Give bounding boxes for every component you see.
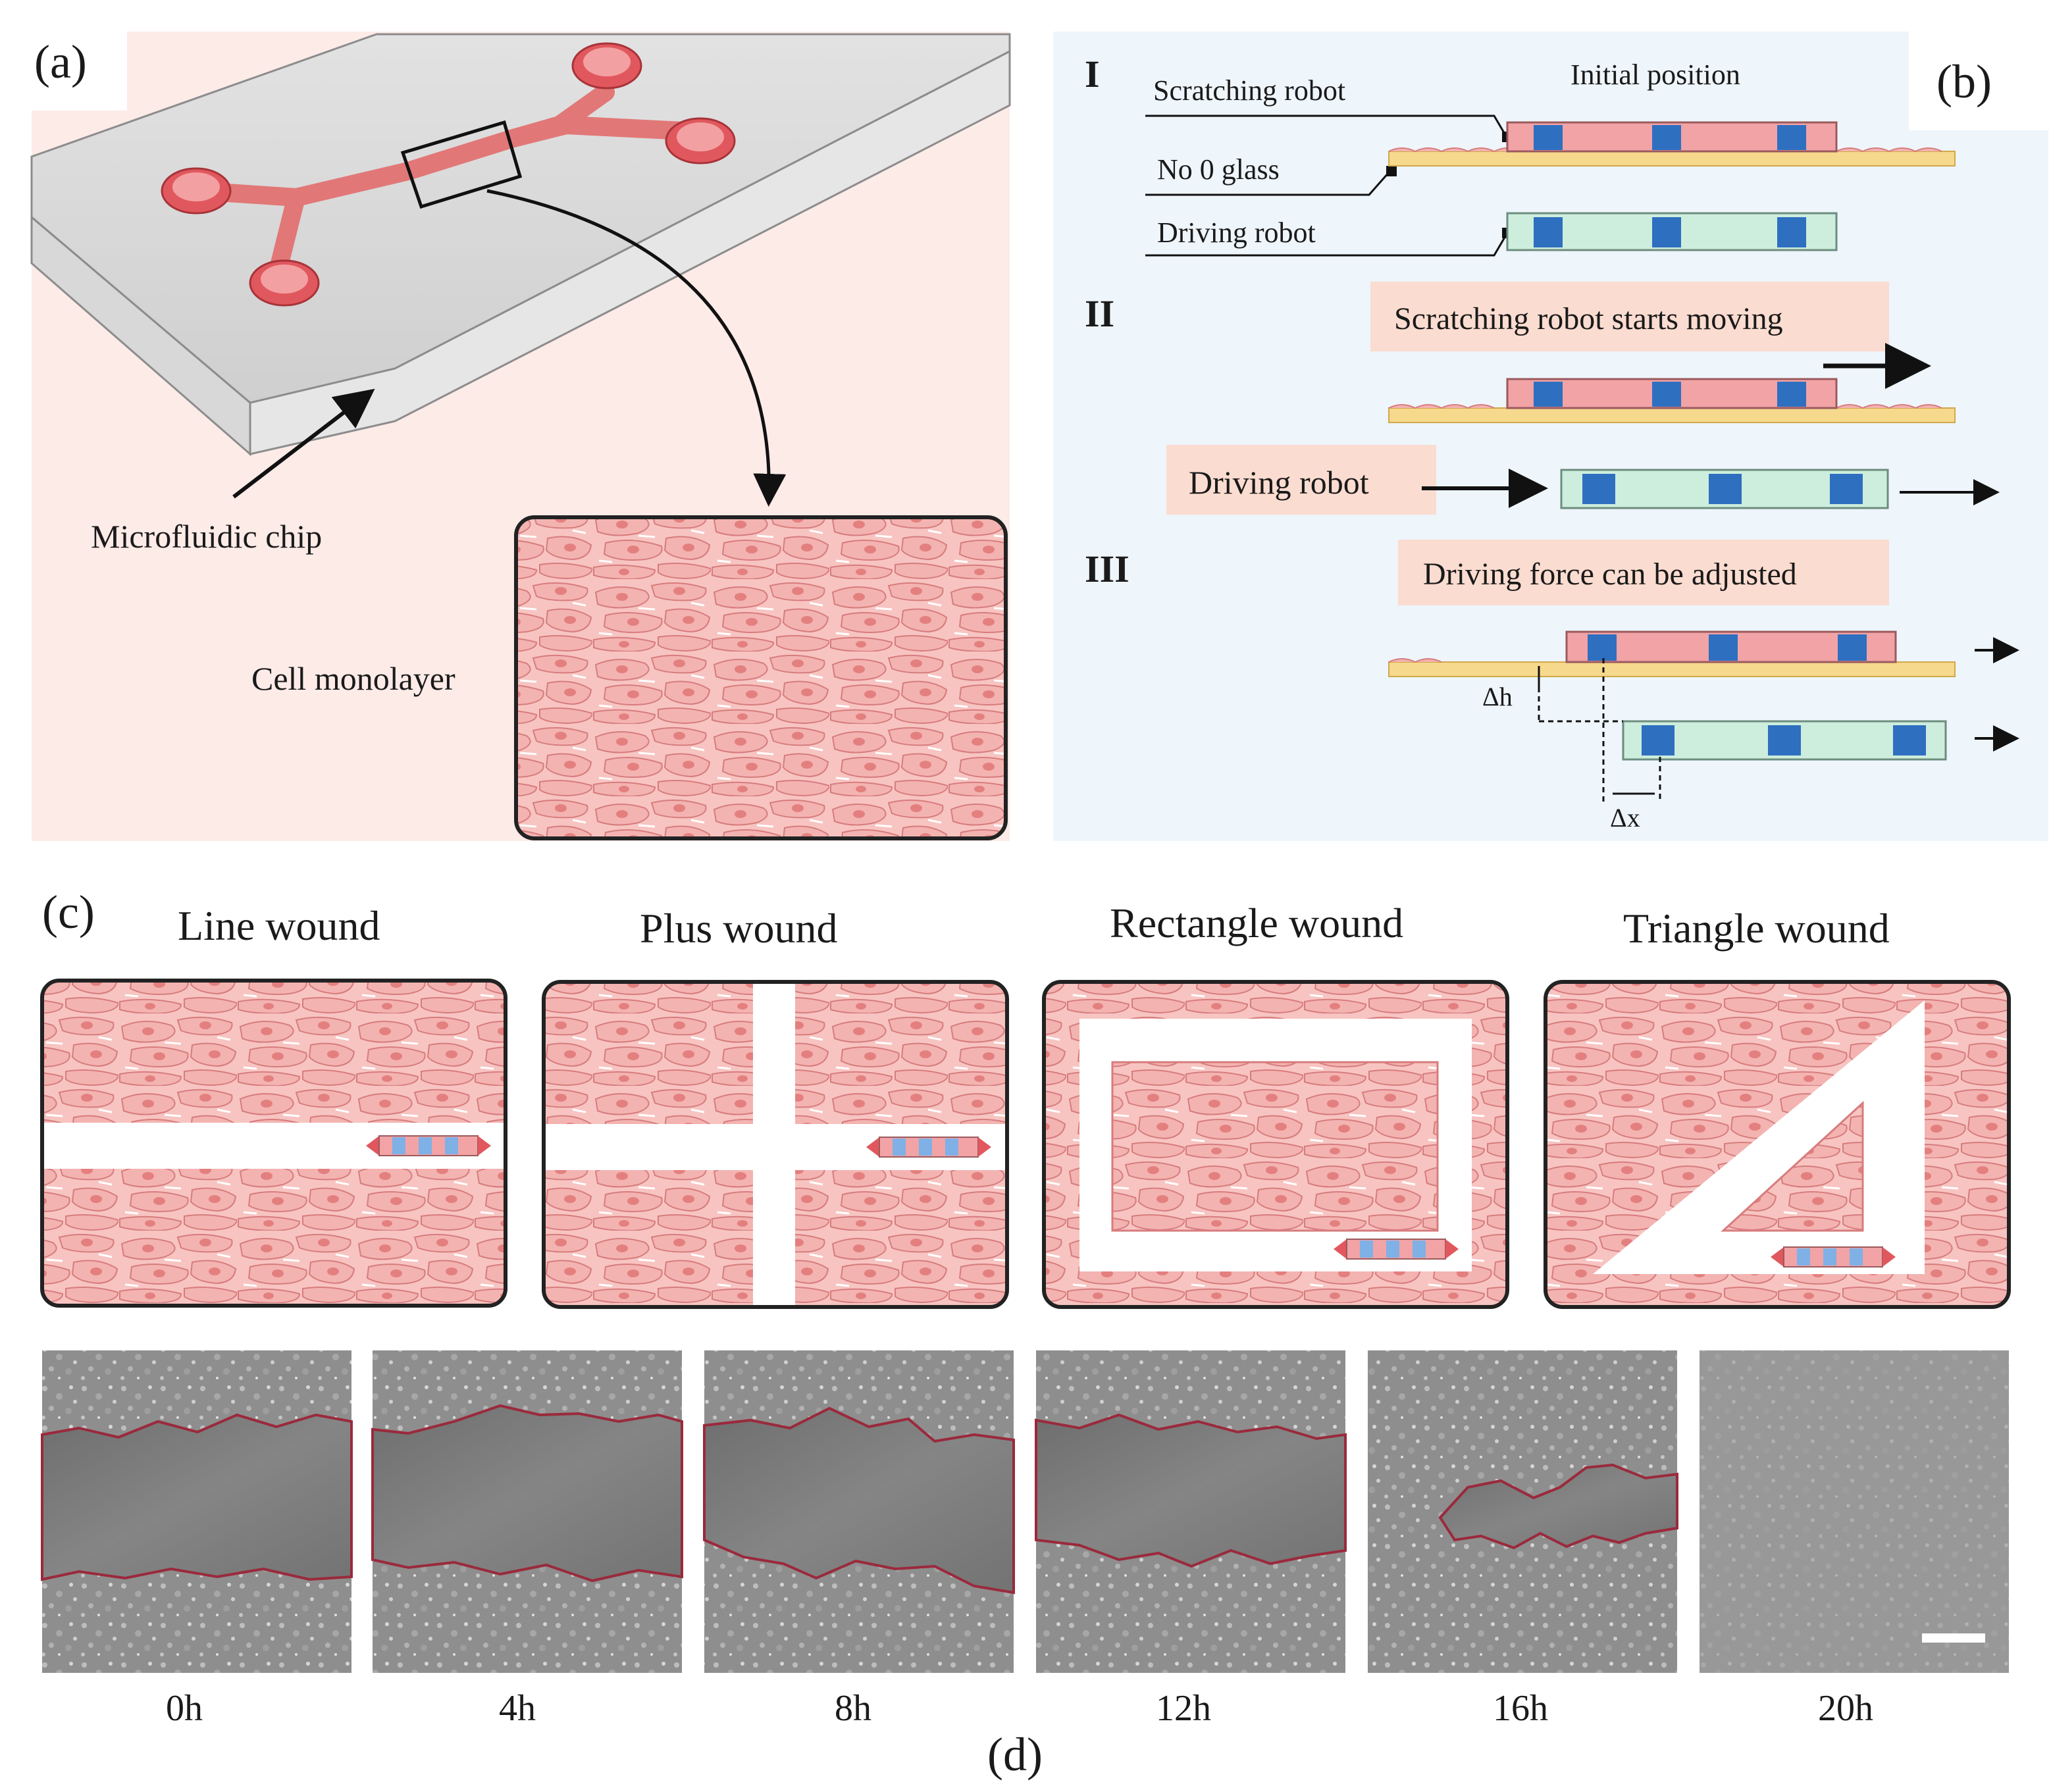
micrograph-8h	[703, 1350, 1015, 1673]
wound-title-plus: Plus wound	[640, 905, 838, 952]
scratch-robot-icon	[366, 1135, 491, 1156]
driving-robot-label: Driving robot	[1157, 217, 1316, 249]
step-ii-label: II	[1085, 292, 1114, 335]
panel-d: 0h 4h 8h 12h 16h 20h (d)	[41, 1350, 2009, 1781]
delta-h-label: Δh	[1482, 682, 1513, 711]
time-label-0h: 0h	[166, 1688, 203, 1729]
panel-label-b: (b)	[1936, 55, 1992, 108]
step-iii-driving-robot	[1622, 720, 1947, 761]
panel-label-d: (d)	[987, 1728, 1043, 1781]
micrograph-16h	[1368, 1350, 1678, 1673]
initial-position-label: Initial position	[1571, 59, 1740, 91]
wound-title-triangle: Triangle wound	[1623, 905, 1890, 952]
cell-monolayer	[514, 515, 1008, 840]
zoom-arrow	[486, 189, 787, 507]
step-ii-driving-label: Driving robot	[1189, 464, 1369, 501]
panel-label-c: (c)	[42, 886, 95, 938]
micrograph-4h	[371, 1350, 683, 1673]
plus-wound-diagram	[542, 980, 1009, 1309]
dimension-lines	[1538, 658, 1661, 803]
micrograph-12h	[1035, 1350, 1347, 1673]
panel-a: (a)	[30, 32, 1011, 841]
panel-b-label-bg	[1909, 32, 2048, 130]
time-label-20h: 20h	[1818, 1688, 1873, 1729]
step-i-label: I	[1085, 53, 1100, 95]
no0-glass-label: No 0 glass	[1157, 153, 1280, 186]
delta-x-label: Δx	[1610, 803, 1640, 832]
zoom-box	[400, 120, 523, 209]
step-ii-caption: Scratching robot starts moving	[1394, 301, 1783, 336]
wound-title-line: Line wound	[178, 902, 380, 949]
step-i-assembly	[1388, 121, 1956, 251]
micrograph-20h	[1700, 1350, 2009, 1673]
step-iii-caption: Driving force can be adjusted	[1423, 557, 1797, 592]
micrograph-0h	[41, 1350, 353, 1673]
scratching-robot-label: Scratching robot	[1153, 74, 1345, 107]
microfluidic-chip-illustration	[30, 33, 1011, 507]
panel-a-label-bg	[32, 32, 127, 111]
panel-label-a: (a)	[34, 36, 87, 88]
rectangle-wound-diagram	[1042, 980, 1509, 1309]
wound-title-rectangle: Rectangle wound	[1110, 900, 1403, 946]
triangle-wound-diagram	[1544, 980, 2011, 1309]
step-ii-driving-box	[1166, 445, 1436, 515]
step-iii-caption-box	[1398, 540, 1889, 605]
line-wound-diagram	[40, 979, 507, 1308]
step-ii-scratching-assembly	[1388, 378, 1956, 423]
scale-bar	[1922, 1633, 1985, 1643]
step-iii-scratching-assembly	[1388, 630, 1956, 677]
panel-c: (c) Line wound Plus wound Rectangle woun…	[40, 886, 2011, 1309]
microfluidic-chip-label: Microfluidic chip	[91, 518, 322, 555]
time-label-4h: 4h	[499, 1688, 536, 1729]
panel-b: (b) I Initial position Scratching robot …	[1053, 32, 2048, 841]
step-ii-caption-box	[1370, 282, 1889, 351]
step-ii-driving-robot	[1560, 469, 1889, 509]
cell-monolayer-label: Cell monolayer	[251, 660, 455, 697]
step-iii-label: III	[1085, 548, 1129, 590]
time-label-16h: 16h	[1493, 1688, 1548, 1729]
time-label-8h: 8h	[835, 1688, 871, 1729]
chip-arrow	[232, 388, 375, 499]
time-label-12h: 12h	[1156, 1688, 1211, 1729]
